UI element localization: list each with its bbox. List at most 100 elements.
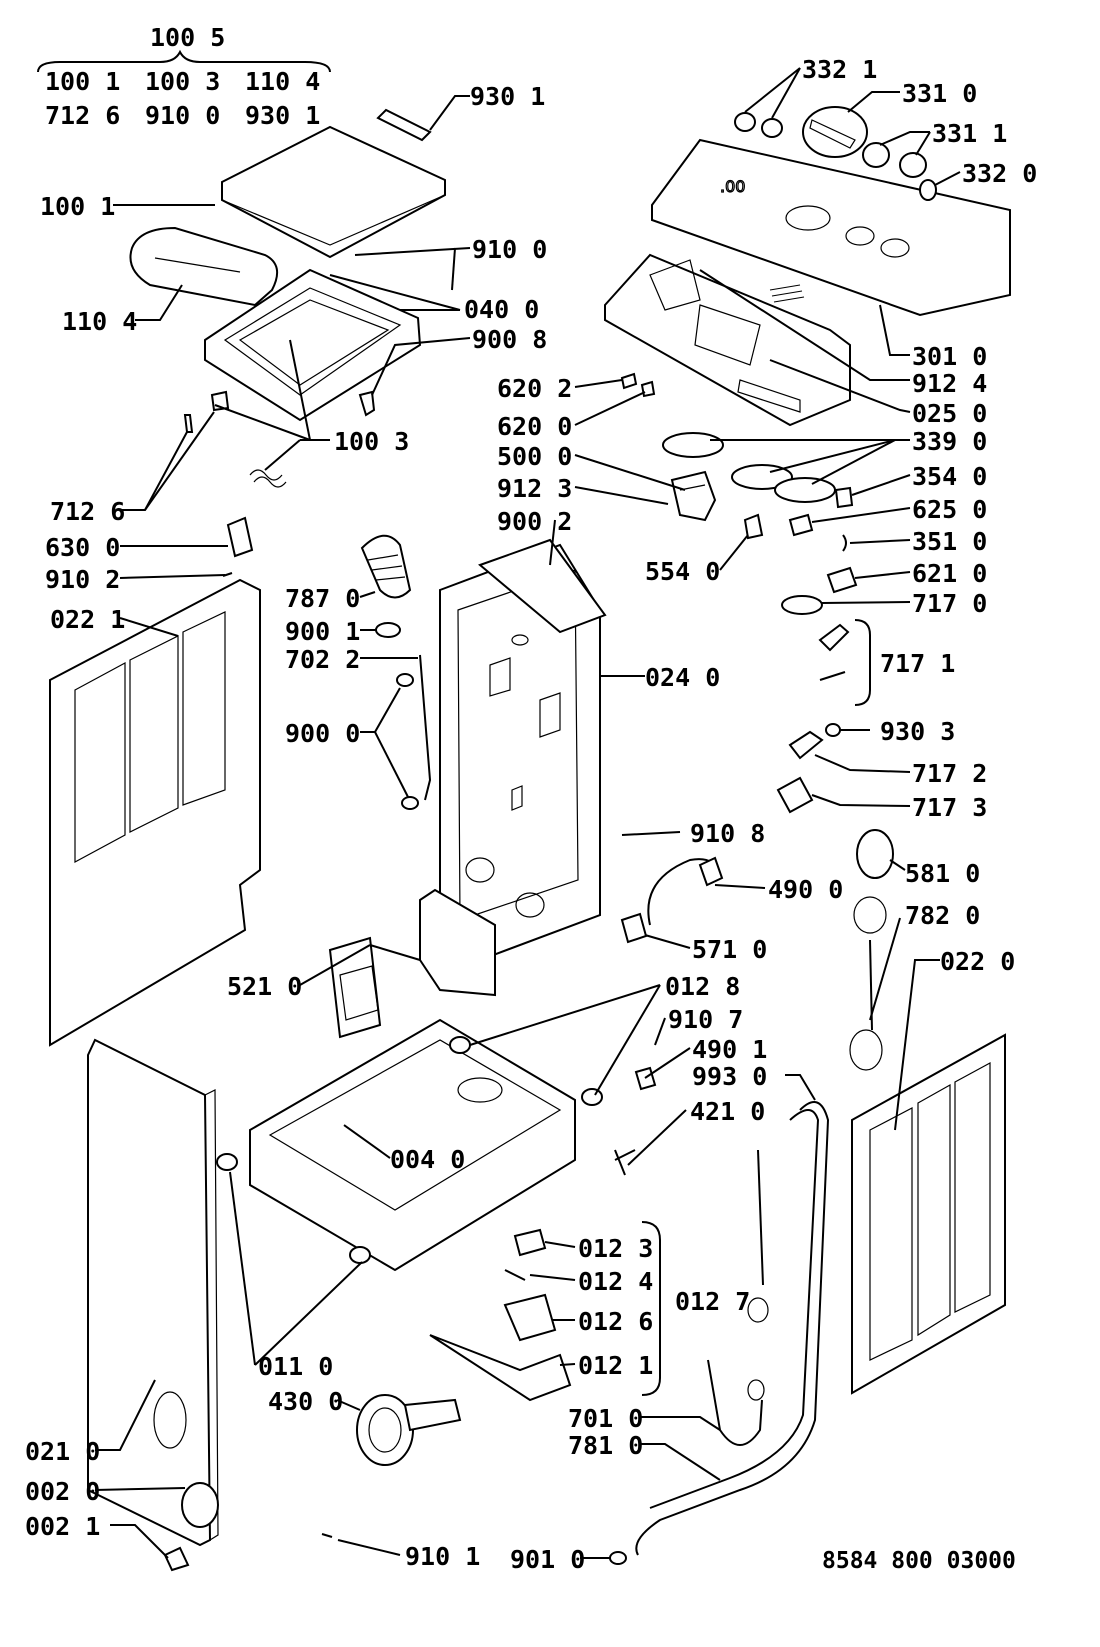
foot-part-1 (449, 1036, 471, 1054)
seal-part-2 (849, 1029, 883, 1071)
hose-cap-part (609, 1551, 627, 1565)
hub-part (856, 829, 894, 879)
label-024-0: 024 0 (645, 663, 720, 692)
label-910-7: 910 7 (668, 1005, 743, 1034)
label-912-3: 912 3 (497, 474, 572, 503)
left-side-panel-part (49, 578, 261, 1047)
small-knob-part-2 (761, 118, 783, 138)
pump-housing-part (503, 1293, 557, 1342)
bracket-012-7 (641, 1221, 661, 1396)
group-item-1: 100 1 (45, 67, 120, 96)
foot-part-4 (349, 1246, 371, 1264)
connector-part (788, 513, 814, 537)
label-012-1: 012 1 (578, 1351, 653, 1380)
drain-hose-edge (649, 1109, 820, 1509)
label-701-0: 701 0 (568, 1404, 643, 1433)
pump-valve-part (513, 1228, 547, 1257)
bracket-part (743, 513, 764, 540)
knob-part-2 (899, 152, 927, 178)
label-012-8: 012 8 (665, 972, 740, 1001)
small-knob-part-1 (734, 112, 756, 132)
right-side-panel-part (851, 1033, 1006, 1395)
label-620-2: 620 2 (497, 374, 572, 403)
label-331-0: 331 0 (902, 79, 977, 108)
wire-part (842, 534, 847, 552)
drawing-number: 8584 800 03000 (822, 1548, 1016, 1574)
label-012-6: 012 6 (578, 1307, 653, 1336)
seal-part-1 (853, 896, 887, 934)
label-332-0: 332 0 (962, 159, 1037, 188)
bellows-hose-part (360, 534, 412, 599)
label-332-1: 332 1 (802, 55, 877, 84)
knob-part-1 (862, 142, 890, 168)
tube-clip-part-2 (401, 796, 419, 810)
label-012-3: 012 3 (578, 1234, 653, 1263)
tube-clip-part-1 (396, 673, 414, 687)
handle-part (129, 226, 279, 307)
lock-rod-part (819, 671, 846, 681)
label-717-1: 717 1 (880, 649, 955, 678)
label-100-3: 100 3 (334, 427, 409, 456)
label-021-0: 021 0 (25, 1437, 100, 1466)
hinge-pin-part (183, 414, 194, 433)
screw-910-1 (321, 1533, 333, 1538)
label-625-0: 625 0 (912, 495, 987, 524)
clamp-part (375, 622, 401, 638)
label-781-0: 781 0 (568, 1431, 643, 1460)
group-item-4: 712 6 (45, 101, 120, 130)
lock-base-part (776, 776, 814, 814)
label-022-0: 022 0 (940, 947, 1015, 976)
label-301-0: 301 0 (912, 342, 987, 371)
label-993-0: 993 0 (692, 1062, 767, 1091)
sensor-part (614, 1149, 636, 1176)
label-910-8: 910 8 (690, 819, 765, 848)
pressure-tube-part (419, 654, 432, 801)
drain-hose-part (635, 1101, 830, 1556)
switch-part-2 (640, 380, 656, 398)
label-901-0: 901 0 (510, 1545, 585, 1574)
label-900-2: 900 2 (497, 507, 572, 536)
label-702-2: 702 2 (285, 645, 360, 674)
block-part (226, 516, 254, 558)
label-620-0: 620 0 (497, 412, 572, 441)
label-571-0: 571 0 (692, 935, 767, 964)
label-930-3: 930 3 (880, 717, 955, 746)
label-100-1: 100 1 (40, 192, 115, 221)
label-025-0: 025 0 (912, 399, 987, 428)
main-knob-part (802, 106, 868, 158)
assembly-brace (37, 49, 331, 73)
filter-clip-part (163, 1546, 190, 1572)
label-002-1: 002 1 (25, 1512, 100, 1541)
label-490-1: 490 1 (692, 1035, 767, 1064)
label-002-0: 002 0 (25, 1477, 100, 1506)
group-item-6: 930 1 (245, 101, 320, 130)
holder-part (826, 566, 858, 594)
label-554-0: 554 0 (645, 557, 720, 586)
cam-part-3 (774, 477, 836, 503)
inlet-end-part (747, 1297, 769, 1323)
group-item-2: 100 3 (145, 67, 220, 96)
group-item-3: 110 4 (245, 67, 320, 96)
label-331-1: 331 1 (932, 119, 1007, 148)
foot-part-2 (581, 1088, 603, 1106)
leader-lines (94, 67, 961, 1559)
label-717-2: 717 2 (912, 759, 987, 788)
label-910-1: 910 1 (405, 1542, 480, 1571)
label-581-0: 581 0 (905, 859, 980, 888)
top-frame-part (204, 268, 422, 422)
electronic-board-part (604, 253, 851, 427)
label-900-0: 900 0 (285, 719, 360, 748)
lock-wheel-part (781, 595, 823, 615)
valve-part (620, 912, 648, 944)
label-351-0: 351 0 (912, 527, 987, 556)
assembly-number: 100 5 (150, 23, 225, 52)
fill-end-part (747, 1379, 765, 1401)
rear-frame-part (439, 538, 607, 962)
base-frame-part (249, 1018, 576, 1272)
label-012-4: 012 4 (578, 1267, 653, 1296)
label-354-0: 354 0 (912, 462, 987, 491)
group-item-5: 910 0 (145, 101, 220, 130)
lid-part (221, 125, 446, 259)
plug-part (698, 856, 724, 887)
